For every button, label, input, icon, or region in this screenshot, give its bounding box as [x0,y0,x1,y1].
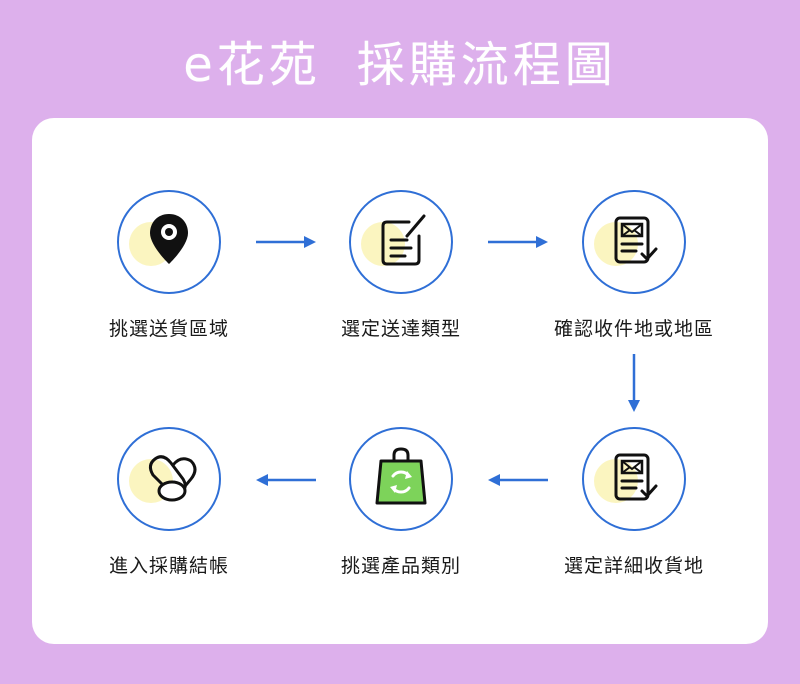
step-5-node [349,427,453,531]
step-1-node [117,190,221,294]
step-4-node [582,427,686,531]
address-card-check-icon [614,216,658,264]
step-5-label: 挑選產品類別 [340,555,461,577]
step-2-label: 選定送達類型 [340,318,461,340]
notepad-pen-icon [381,214,426,266]
location-pin-icon [150,214,188,264]
arrow-right-icon [256,236,316,248]
step-6-node [117,427,221,531]
arrow-left-icon [256,474,316,486]
step-2-node [349,190,453,294]
arrow-right-icon [488,236,548,248]
brand-name: e花苑 [183,37,321,93]
arrow-down-icon [628,354,640,412]
step-4-label: 選定詳細收貨地 [563,555,704,577]
shopping-bag-icon [375,447,427,505]
step-6-label: 進入採購結帳 [108,555,229,577]
address-card-check-icon [614,453,658,501]
cart-checkout-icon [148,455,197,502]
step-1-label: 挑選送貨區域 [108,318,229,340]
page-title: e花苑採購流程圖 [0,30,800,100]
title-subtitle: 採購流程圖 [356,37,617,93]
arrow-left-icon [488,474,548,486]
step-3-label: 確認收件地或地區 [553,318,714,340]
flow-card: 挑選送貨區域 選定送達類型 [32,118,768,644]
step-3-node [582,190,686,294]
